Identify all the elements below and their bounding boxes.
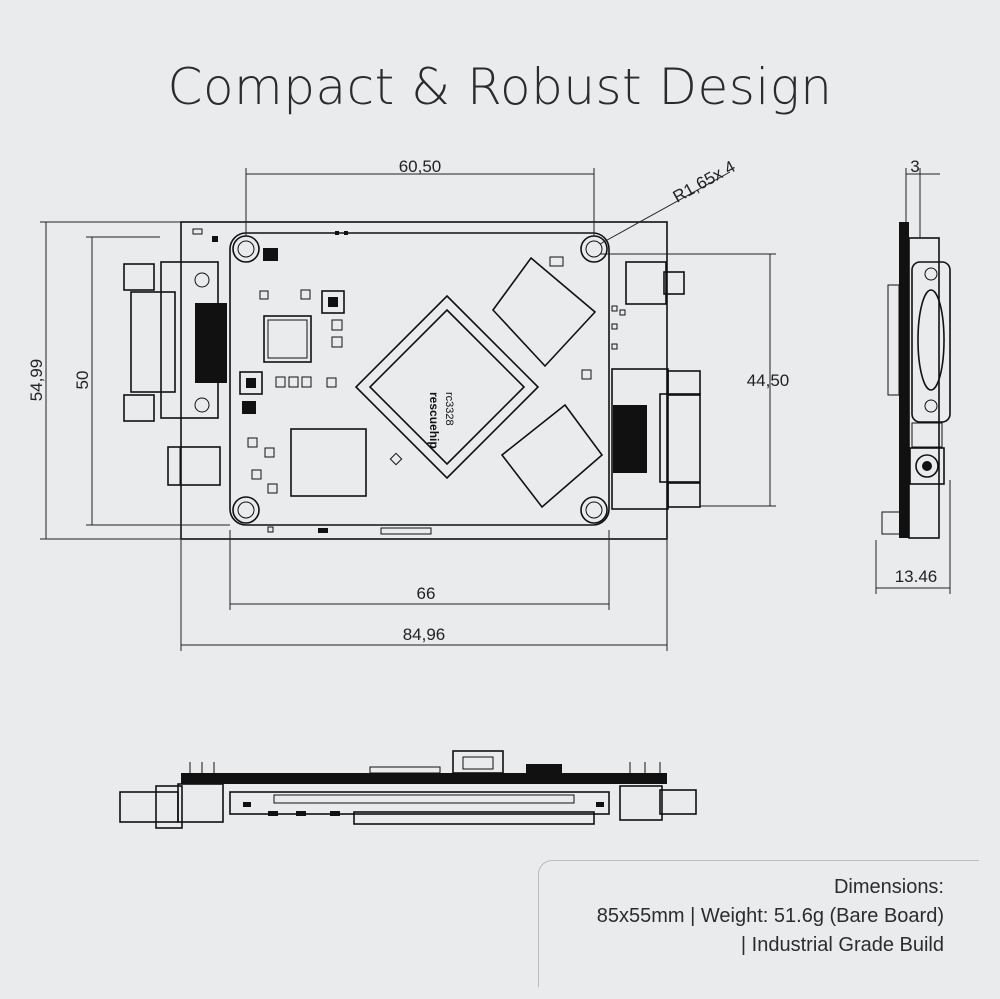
info-separator-2: |: [740, 934, 747, 956]
info-build-text: Industrial Grade Build: [751, 934, 944, 956]
bottom-side-view: [119, 750, 697, 829]
dim-side-top: 3: [910, 157, 919, 176]
ram-chip-1: [491, 256, 597, 368]
info-weight-label: Weight:: [700, 905, 769, 927]
svg-text:rescuehip: rescuehip: [427, 392, 441, 449]
info-heading-text: Dimensions:: [833, 876, 944, 898]
svg-text:rc3328: rc3328: [443, 392, 455, 426]
right-power-connector: [625, 261, 667, 305]
dim-hole-spacing: 60,50: [399, 157, 442, 176]
info-build: | Industrial Grade Build: [741, 934, 944, 957]
small-components: [192, 228, 626, 535]
dim-inner-height: 50: [73, 371, 92, 390]
right-dsub-connector: [611, 368, 701, 510]
ram-chip-2: [500, 403, 604, 509]
info-weight-value: 51.6g (Bare Board): [773, 905, 944, 927]
carrier-board-outline: [180, 221, 668, 540]
dim-total-width: 84,96: [403, 625, 446, 644]
pmic-chip: [263, 315, 312, 363]
dim-total-height: 54,99: [27, 359, 46, 402]
dim-side-depth: 13.46: [895, 567, 938, 586]
soc-chip: rescuehip rc3328: [354, 294, 540, 480]
dimension-lines: [40, 168, 776, 651]
info-size: 85x55mm: [596, 905, 685, 927]
page-title: Compact & Robust Design: [167, 58, 833, 116]
info-size-weight: 85x55mm | Weight: 51.6g (Bare Board): [597, 905, 944, 928]
side-view: 3 13.46: [875, 157, 951, 594]
left-small-connector: [167, 446, 221, 486]
dim-inner-width: 66: [417, 584, 436, 603]
module-board: [229, 232, 610, 526]
emmc-chip: [290, 428, 367, 497]
top-view: rescuehip rc3328: [27, 157, 789, 651]
info-heading: Dimensions:: [834, 876, 944, 899]
info-separator-1: |: [690, 905, 696, 927]
dimension-labels: 60,50 R1,65x 4 54,99 50 44,50 66 84,96: [27, 157, 789, 644]
info-box: [538, 860, 979, 987]
dim-hole-radius: R1,65x 4: [670, 157, 739, 207]
dim-hole-vertical: 44,50: [747, 371, 790, 390]
left-dsub-connector: [123, 261, 227, 422]
mounting-holes: [232, 235, 608, 524]
